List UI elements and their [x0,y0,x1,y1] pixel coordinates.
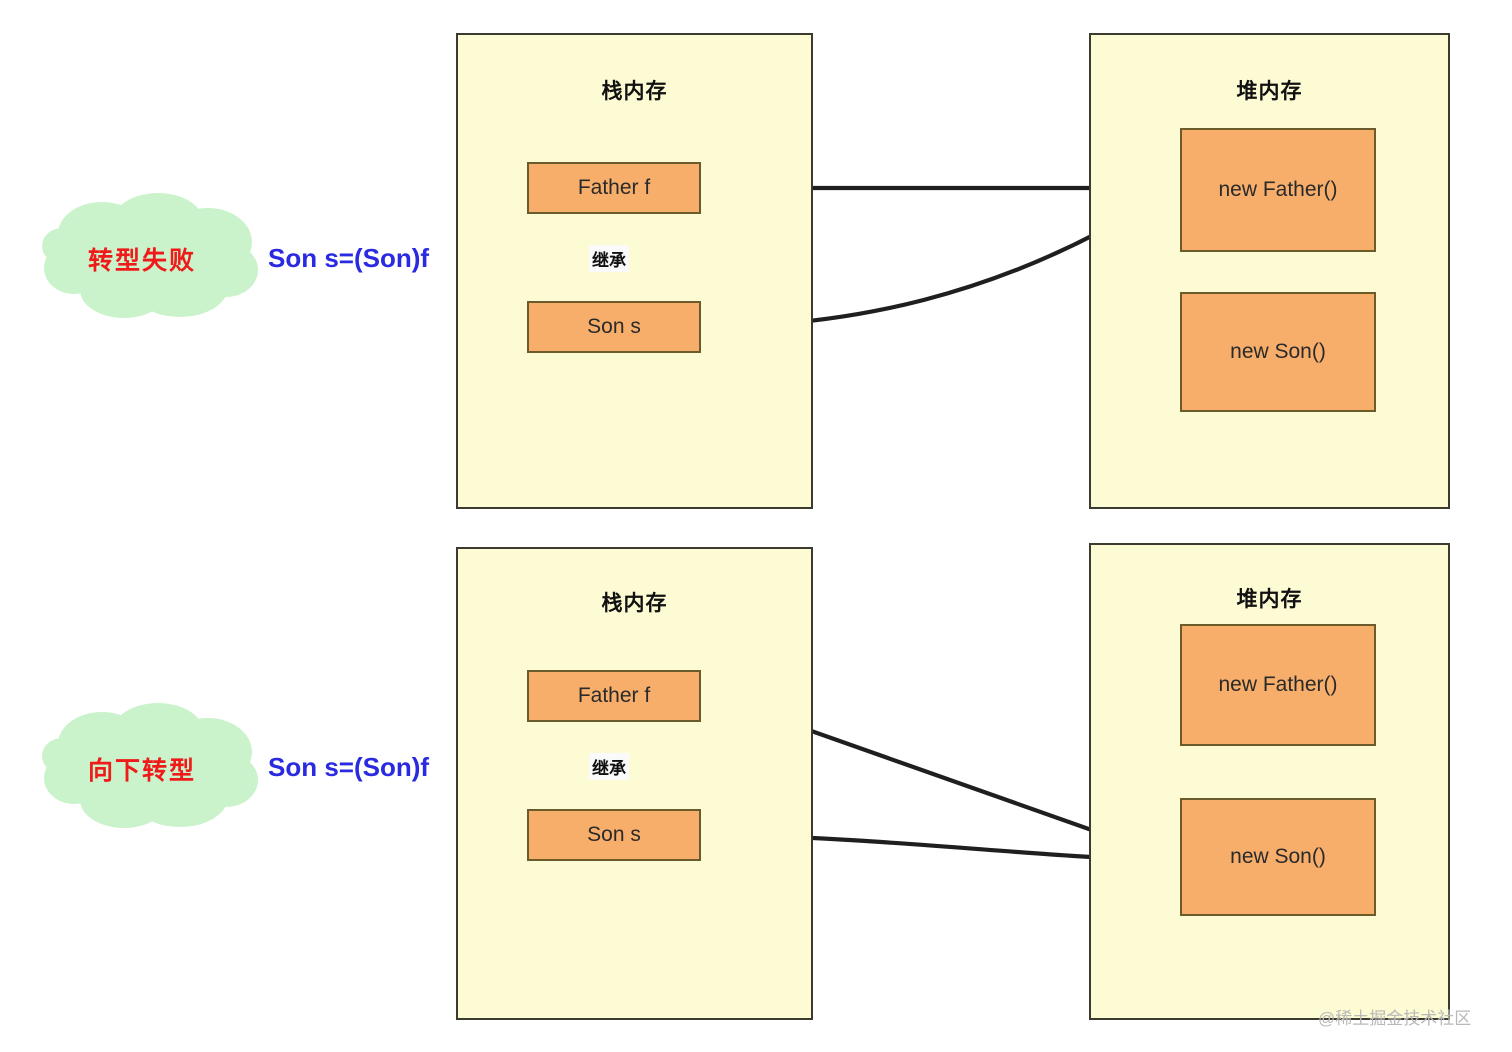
heap-object-new-son-top: new Son() [1180,292,1376,412]
inheritance-label-bottom: 继承 [589,753,629,780]
heap-object-new-father-bottom: new Father() [1180,624,1376,746]
watermark-text: @稀土掘金技术社区 [1318,1009,1472,1028]
stack-memory-panel-top: 栈内存 [456,33,813,509]
cloud-shape-downcast [42,703,258,828]
cloud-label-top: 转型失败 [88,247,197,275]
cast-expression-top: Son s=(Son)f [268,243,430,273]
heap-object-new-son-bottom: new Son() [1180,798,1376,916]
stack-var-father-f-bottom: Father f [527,670,701,722]
heap-memory-title-bottom: 堆内存 [1236,588,1303,611]
heap-memory-title-top: 堆内存 [1236,80,1303,103]
stack-var-father-f-top: Father f [527,162,701,214]
stack-memory-panel-bottom: 栈内存 [456,547,813,1020]
inheritance-label-top: 继承 [589,245,629,272]
stack-var-son-s-top: Son s [527,301,701,353]
stack-var-son-s-bottom: Son s [527,809,701,861]
heap-memory-panel-bottom: 堆内存 [1089,543,1450,1020]
cloud-label-bottom: 向下转型 [88,757,197,785]
heap-object-new-father-top: new Father() [1180,128,1376,252]
cast-expression-bottom: Son s=(Son)f [268,752,430,782]
stack-memory-title-bottom: 栈内存 [601,592,668,615]
stack-memory-title-top: 栈内存 [601,80,668,103]
heap-memory-panel-top: 堆内存 [1089,33,1450,509]
cloud-shape-transform-failed [42,193,258,318]
